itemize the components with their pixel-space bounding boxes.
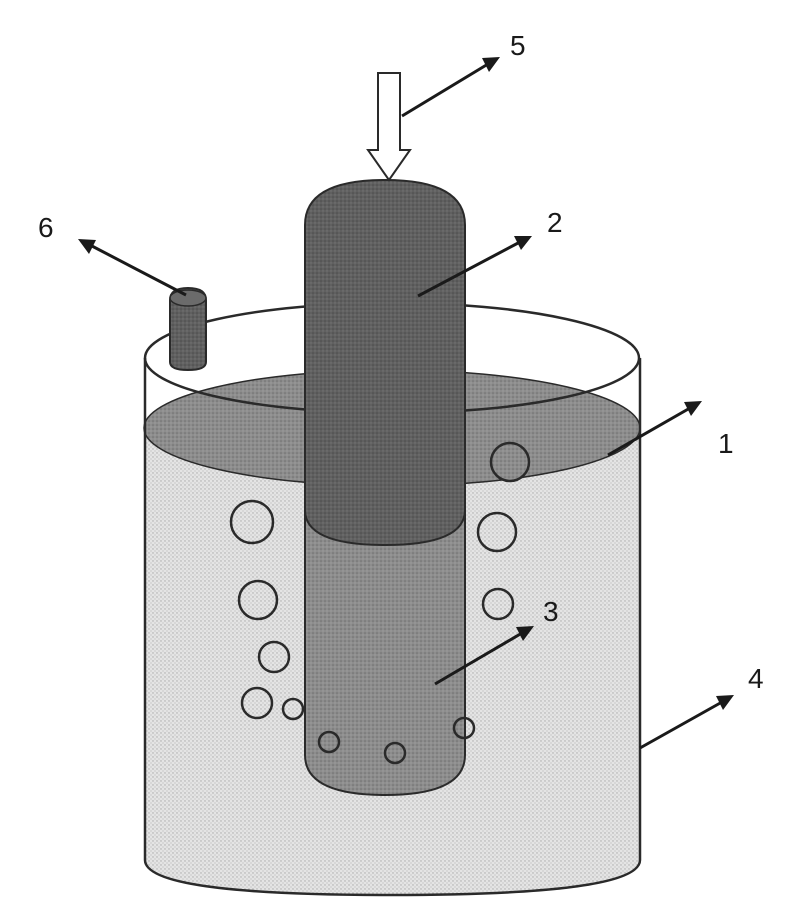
callout-5: 5: [510, 30, 526, 61]
callout-3: 3: [543, 596, 559, 627]
callout-2: 2: [547, 207, 563, 238]
callout-1: 1: [718, 428, 734, 459]
side-port: [170, 288, 206, 370]
callout-6: 6: [38, 212, 54, 243]
inlet-arrow-icon: [368, 73, 410, 180]
bubble: [491, 443, 529, 481]
callout-4: 4: [748, 663, 764, 694]
electrode: [305, 180, 465, 545]
